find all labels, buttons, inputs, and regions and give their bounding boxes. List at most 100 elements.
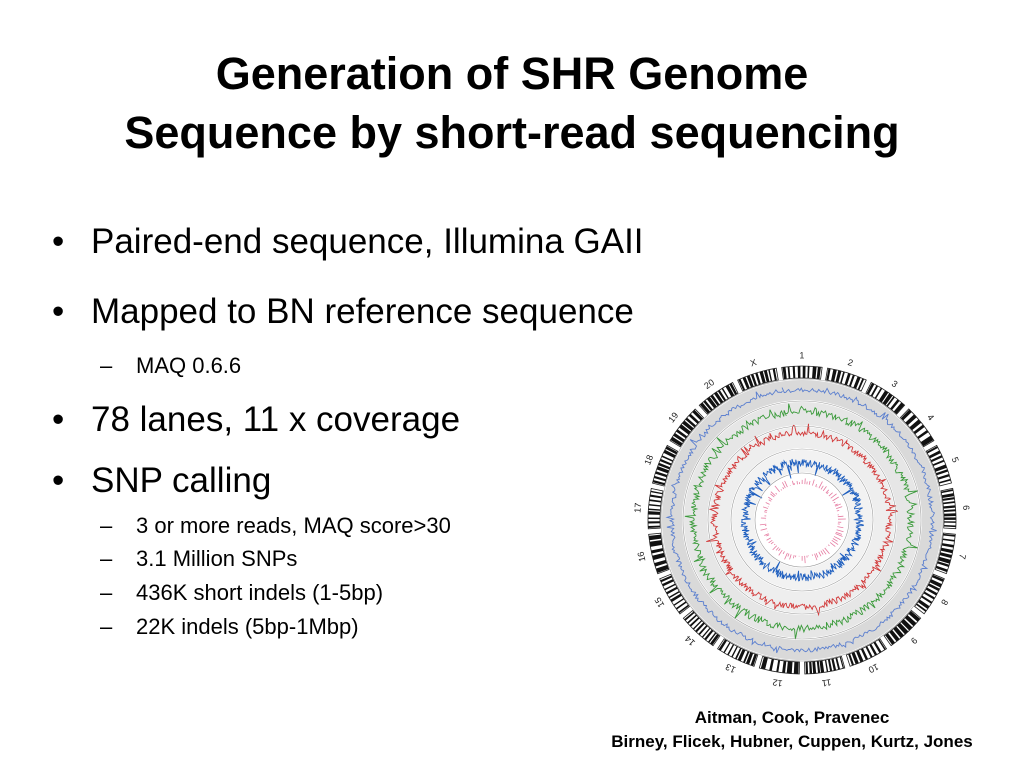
chromosome-band [760, 656, 768, 670]
chromosome-band [668, 590, 680, 599]
inner-pink-tick [775, 547, 779, 551]
chromosome-label: 18 [642, 453, 655, 466]
chromosome-band [768, 369, 773, 382]
chromosome-outline [925, 444, 952, 487]
chromosome-band [742, 376, 750, 390]
chromosome-band [649, 499, 662, 503]
inner-pink-tick [828, 492, 833, 497]
inner-pink-tick [793, 555, 795, 559]
chromosome-band [878, 390, 889, 403]
chromosome-band [706, 396, 717, 409]
chromosome-label: 7 [957, 553, 968, 560]
chromosome-band [675, 601, 687, 610]
chromosome-band [653, 475, 666, 482]
chromosome-band [893, 402, 905, 414]
chromosome-band [827, 659, 833, 672]
chromosome-band [793, 661, 799, 674]
chromosome-outline [865, 381, 906, 415]
chromosome-band [673, 598, 685, 606]
chromosome-band [917, 429, 929, 439]
inner-pink-tick [836, 529, 844, 533]
chromosome-outline [717, 638, 759, 667]
chromosome-band [939, 552, 952, 559]
chromosome-label: 2 [847, 357, 855, 368]
chromosome-band [835, 370, 842, 383]
chromosome-band [655, 564, 669, 573]
chromosome-band [648, 508, 661, 511]
chromosome-outline [659, 573, 690, 615]
chromosome-band [937, 473, 950, 480]
chromosome-band [692, 409, 703, 421]
chromosome-band [750, 653, 758, 667]
inner-pink-tick [804, 555, 806, 564]
chromosome-band [882, 393, 893, 406]
sub-bullet-text: 3.1 Million SNPs [136, 546, 298, 571]
inner-pink-tick [822, 486, 827, 492]
green-data-track [684, 403, 919, 640]
chromosome-outline [669, 408, 705, 448]
chromosome-band [929, 579, 942, 588]
inner-pink-tick [832, 538, 838, 542]
chromosome-band [913, 424, 925, 435]
inner-pink-tick [770, 491, 776, 497]
inner-pink-tick [784, 552, 788, 560]
chromosome-band [943, 533, 956, 537]
chromosome-band [932, 459, 945, 467]
bullet-text: Paired-end sequence, Illumina GAII [91, 222, 644, 261]
sub-bullet-marker: – [100, 353, 113, 378]
chromosome-band [943, 525, 956, 528]
chromosome-band [695, 622, 705, 633]
chromosome-band [714, 391, 724, 404]
chromosome-band [853, 376, 861, 389]
chromosome-band [927, 583, 940, 592]
chromosome-band [776, 659, 781, 673]
bullet-marker: • [52, 222, 65, 261]
chromosome-band [942, 538, 955, 542]
inner-pink-tick [780, 489, 782, 491]
chromosome-band [915, 603, 927, 612]
chromosome-band [941, 489, 954, 494]
chromosome-outline [682, 609, 721, 647]
chromosome-label: 3 [890, 378, 900, 389]
chromosome-band [928, 450, 941, 459]
inner-pink-tick [826, 491, 829, 495]
chromosome-label: 6 [961, 505, 971, 511]
inner-pink-tick [831, 539, 839, 545]
chromosome-band [718, 639, 728, 651]
chromosome-band [848, 374, 855, 387]
chromosome-band [772, 368, 777, 381]
blue-data-track [740, 458, 864, 582]
slide-title: Generation of SHR Genome Sequence by sho… [0, 44, 1024, 162]
inner-pink-tick [815, 552, 819, 558]
red-data-track [706, 423, 899, 617]
chromosome-band [921, 595, 933, 604]
inner-pink-tick [784, 480, 788, 488]
chromosome-band [923, 591, 935, 600]
sub-bullet-text: MAQ 0.6.6 [136, 353, 242, 378]
inner-pink-tick [764, 511, 767, 513]
chromosome-band [710, 633, 720, 646]
chromosome-ideogram [781, 366, 823, 380]
chromosome-band [936, 469, 949, 476]
chromosome-band [905, 414, 917, 426]
chromosome-band [649, 540, 663, 547]
inner-pink-tick [768, 499, 772, 502]
inner-pink-tick [792, 480, 794, 486]
chromosome-band [688, 413, 700, 424]
chromosome-band [655, 471, 668, 478]
chromosome-band [743, 651, 750, 663]
chromosome-outline [845, 638, 888, 667]
chromosome-band [738, 378, 746, 391]
chromosome-label: 17 [632, 502, 643, 513]
chromosome-band [721, 387, 730, 399]
chromosome-band [878, 639, 886, 651]
slide-title-line-1: Generation of SHR Genome [215, 48, 809, 99]
inner-pink-tick [834, 503, 838, 506]
inner-pink-tick [836, 506, 843, 510]
chromosome-band [678, 424, 691, 435]
chromosome-band [920, 435, 934, 447]
chromosome-band [727, 644, 735, 656]
bullet-marker: • [52, 400, 65, 439]
chromosome-band [745, 652, 754, 665]
chromosome-band [687, 614, 698, 624]
